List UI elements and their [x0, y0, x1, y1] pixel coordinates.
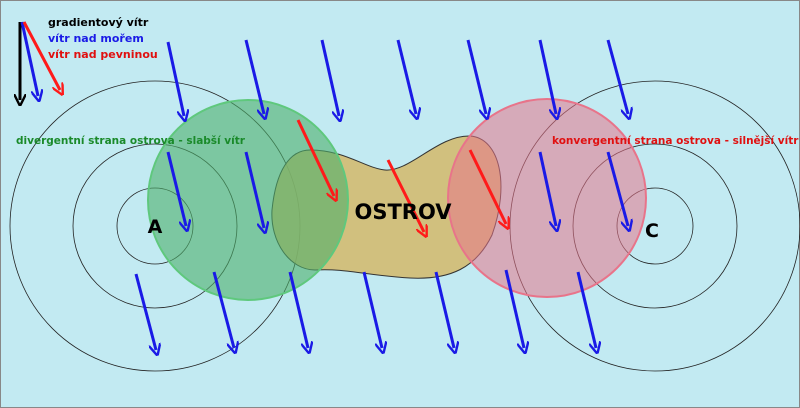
sea-wind-arrow: [538, 39, 556, 114]
sea-wind-arrow: [576, 271, 596, 348]
sea-wind-arrow: [166, 41, 184, 116]
low-pressure-a-label: A: [148, 216, 163, 238]
sea-wind-arrow: [244, 151, 264, 228]
sea-wind-arrow: [362, 271, 382, 348]
divergent-side-label: divergentní strana ostrova - slabší vítr: [16, 135, 246, 147]
convergent-zone: [447, 98, 647, 298]
convergent-side-label: konvergentní strana ostrova - silnější v…: [552, 135, 799, 147]
sea-wind-arrow: [396, 39, 416, 114]
sea-wind-arrows: [134, 39, 628, 350]
sea-wind-arrow: [320, 39, 339, 116]
sea-wind-arrow: [288, 271, 308, 348]
sea-wind-arrow: [606, 151, 628, 226]
sea-wind-arrow: [244, 39, 264, 114]
legend-sea-label: vítr nad mořem: [48, 32, 144, 45]
sea-wind-arrow: [212, 271, 234, 348]
sea-wind-arrow: [466, 39, 486, 114]
island-label: OSTROV: [354, 200, 452, 224]
land-wind-arrow: [386, 159, 424, 232]
sea-wind-arrow: [434, 271, 454, 348]
legend-sea-arrow: [20, 21, 38, 96]
sea-wind-arrow: [166, 151, 186, 226]
legend-arrows: [20, 21, 60, 100]
sea-wind-arrow: [538, 151, 556, 226]
legend-land-label: vítr nad pevninou: [48, 48, 158, 61]
low-pressure-c-label: C: [645, 220, 659, 242]
land-wind-arrow: [468, 149, 506, 224]
sea-wind-arrow: [134, 273, 156, 350]
land-wind-arrow: [296, 119, 334, 196]
legend-land-arrow: [22, 21, 60, 90]
sea-wind-arrow: [606, 39, 628, 114]
land-wind-arrows: [296, 119, 506, 232]
divergent-zone: [147, 99, 349, 301]
sea-wind-arrow: [504, 269, 524, 348]
legend-gradient-label: gradientový vítr: [48, 16, 149, 29]
